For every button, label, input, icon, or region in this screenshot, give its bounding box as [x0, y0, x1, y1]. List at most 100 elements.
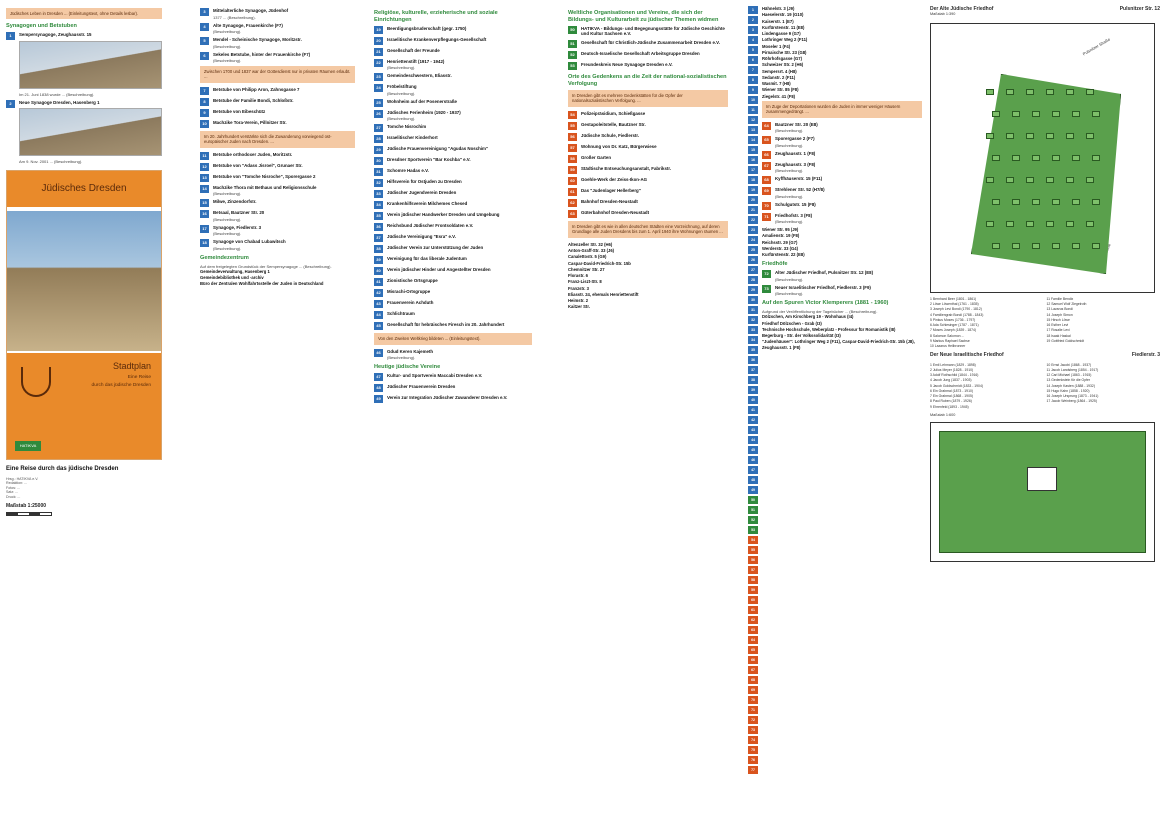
- grave-marker: [1026, 220, 1034, 227]
- map2-legend: 1 Emil Lehmann (1829 - 1898)2 Julius Mey…: [930, 363, 1160, 409]
- entry-body: Gesellschaft für hebräisches Firesch im …: [387, 322, 532, 330]
- entry-number: 6: [200, 51, 209, 60]
- legend-item: 9 Markus Raphael Sachse: [930, 338, 970, 343]
- strip-number-badge: 5: [748, 46, 758, 54]
- strip-number-badge: 29: [748, 286, 758, 294]
- entry-title: Reichsbund Jüdischer Frontsoldaten e.V.: [387, 223, 474, 229]
- legend-item: 7 Ein Grabmal (1868 - 1905): [930, 394, 973, 399]
- entry-body: Frauenverein Achduth: [387, 300, 532, 308]
- entry-number: 63: [568, 209, 577, 218]
- strip-number-badge: 50: [748, 496, 758, 504]
- entry: 4 Alte Synagoge, Frauenkirche (F7)(Beschr…: [200, 22, 355, 35]
- entry-body: Das "Judenlager Hellerberg": [581, 188, 728, 196]
- entry-body: Jüdisches Ferienheim (1920 - 1937)(Besch…: [387, 110, 532, 122]
- entry-number: 54: [568, 110, 577, 119]
- entry-number: 42: [374, 289, 383, 298]
- list-item: Technische Hochschule, Weberplatz - Prof…: [762, 326, 896, 332]
- entry-body: Misrachi-Ortsgruppe: [387, 289, 532, 297]
- map1-street: Pulsnitzer Str. 12: [1119, 6, 1160, 12]
- strip-number-badge: 12: [748, 116, 758, 124]
- strip-number-badge: 19: [748, 186, 758, 194]
- list-item: Kurfürstenstr. 11 (E8): [762, 24, 805, 30]
- legend-item: 10 Lazarus Heilbronner: [930, 344, 966, 349]
- list-item: Wasmit. 7 (H8): [762, 81, 791, 86]
- entry-body: Alte Synagoge, Frauenkirche (F7)(Beschre…: [213, 23, 355, 35]
- strip-number-badge: 32: [748, 316, 758, 324]
- entry-title: Jüdischer Verein zur Unterstützung der J…: [387, 245, 484, 251]
- strip-number-badge: 6: [748, 56, 758, 64]
- strip-number-badge: 64: [748, 636, 758, 644]
- entry-title: Synagoge von Chabad Lubawitsch: [213, 239, 286, 245]
- entry-number: 43: [374, 300, 383, 309]
- strip-number-badge: 34: [748, 336, 758, 344]
- entry-number: 64: [762, 121, 771, 130]
- strip-number-badge: 9: [748, 86, 758, 94]
- grave-marker: [992, 110, 1000, 117]
- grave-marker: [1032, 242, 1040, 249]
- grave-marker: [1046, 88, 1054, 95]
- entry-number: 40: [374, 267, 383, 276]
- entry-title: Betstube von "Tomche Nisroche", Sporerga…: [213, 173, 316, 179]
- entry-title: Großer Garten: [581, 154, 612, 160]
- entry-number: 20: [374, 36, 383, 45]
- entry-number: 48: [374, 384, 383, 393]
- entry-body: Betstube der Familie Bondi, Schloßstr.: [213, 98, 355, 106]
- entry-number: 55: [568, 121, 577, 130]
- entry-body: Dresdner Sportverein "Bar Kochba" e.V.: [387, 157, 532, 165]
- entry-body: Zeughausstr. 1 (F8): [775, 151, 922, 159]
- section-title-gedenken: Orte des Gedenkens an die Zeit der natio…: [568, 73, 727, 87]
- entry-body: Wohnung von Dr. Katz, Bürgerwiese: [581, 144, 728, 152]
- grave-marker: [1052, 110, 1060, 117]
- entry-number: 4: [200, 22, 209, 31]
- entry-title: Sporergasse 2 (F7): [775, 136, 815, 142]
- legend-item: 16 Esther Levi: [1046, 323, 1069, 328]
- grave-marker: [1046, 220, 1054, 227]
- entry-title: Gestapoleitstelle, Bautzner Str.: [581, 121, 646, 127]
- info-box: In Dresden gibt es wie in allen deutsche…: [568, 220, 728, 238]
- strip-number-badge: 40: [748, 396, 758, 404]
- strip-number-badge: 63: [748, 626, 758, 634]
- entry-title: Jüdischer Jugendverein Dresden: [387, 190, 457, 196]
- entry-title: Güterbahnhof Dresden-Neustadt: [581, 209, 650, 215]
- entry-number: 19: [374, 25, 383, 34]
- legend-item: 18 Isaak Haskal: [1046, 333, 1071, 338]
- strip-number-badge: 3: [748, 26, 758, 34]
- strip-number-badge: 2: [748, 16, 758, 24]
- legend-item: 14 Joseph Simon: [1046, 312, 1073, 317]
- list-item: Büro der Zentralen Wohlfahrtsstelle der …: [200, 281, 324, 287]
- entry-title: Israelitische Krankenverpflegungs-Gesell…: [387, 36, 487, 42]
- strip-number-badge: 51: [748, 506, 758, 514]
- list-item: Lindengasse 9 (G7): [762, 31, 801, 36]
- entry-body: Betstube von "Tomche Nisroche", Sporerga…: [213, 174, 355, 182]
- cemetery-area: [971, 73, 1121, 274]
- grave-marker: [992, 154, 1000, 161]
- legend-item: 1 Emil Lehmann (1829 - 1898): [930, 362, 976, 367]
- list-item: Moseler 1 (F4): [762, 43, 791, 49]
- grave-marker: [1012, 154, 1020, 161]
- entry-number: 8: [200, 97, 209, 106]
- entry-text: (Beschreibung).: [775, 168, 804, 174]
- entry-title: Goehle-Werk der Zeiss-Ikon-AG: [581, 176, 648, 182]
- entry-number: 25: [374, 98, 383, 107]
- entry-body: Betstube orthodoxer Juden, Moritzstr.: [213, 152, 355, 160]
- strip-number-badge: 56: [748, 556, 758, 564]
- entry-text: 1377 ... (Beschreibung).: [213, 14, 256, 20]
- entry-title: Kultur- und Sportverein Maccabi Dresden …: [387, 373, 483, 379]
- strip-number-badge: 22: [748, 216, 758, 224]
- entry-title: Betstube orthodoxer Juden, Moritzstr.: [213, 151, 293, 157]
- entry-body: Kyffhäuserstr. 15 (F11): [775, 176, 922, 184]
- entry-title: Freundeskreis Neue Synagoge Dresden e.V.: [581, 61, 673, 67]
- list-item: Schweizer Str. 2 (H6): [762, 62, 804, 68]
- entry-body: Güterbahnhof Dresden-Neustadt: [581, 210, 728, 218]
- cemetery-area: [939, 430, 1146, 553]
